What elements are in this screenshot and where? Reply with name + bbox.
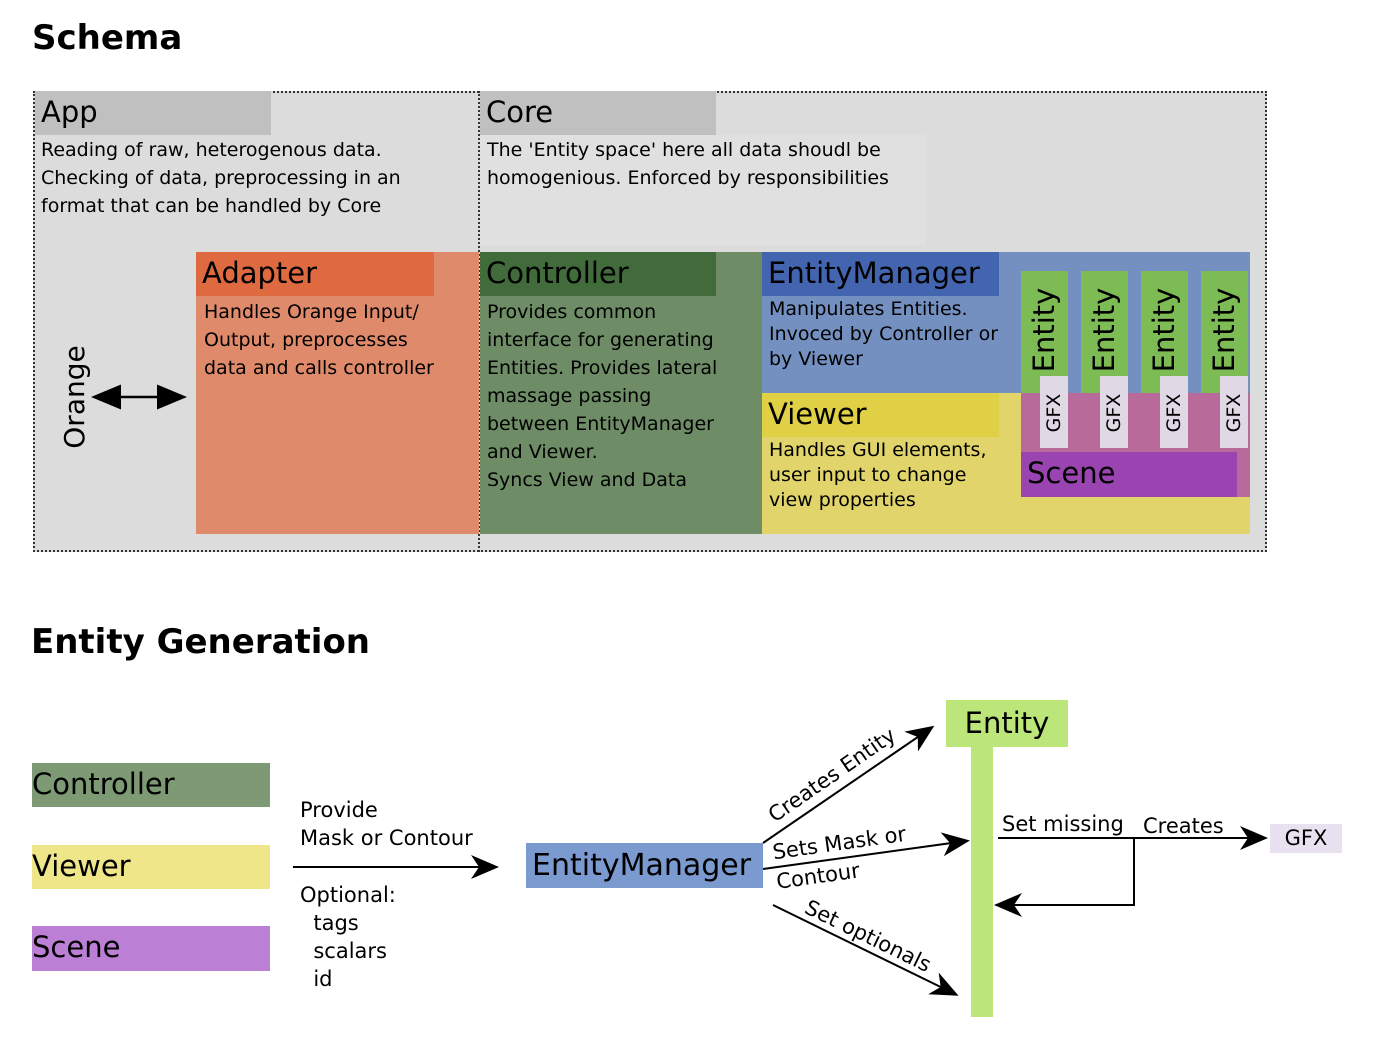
app-core-divider: [478, 91, 480, 552]
gen-entity-header: Entity: [946, 700, 1068, 747]
gen-gfx: GFX: [1270, 824, 1342, 853]
gen-entity-manager: EntityManager: [526, 843, 763, 888]
entity-manager-description: Manipulates Entities. Invoced by Control…: [769, 298, 999, 370]
entity-manager-header: EntityManager: [762, 252, 999, 296]
core-description: The 'Entity space' here all data shoudl …: [487, 139, 889, 189]
gen-entity-lifeline: [971, 747, 993, 1017]
app-description: Reading of raw, heterogenous data. Check…: [41, 139, 401, 217]
viewer-description: Handles GUI elements, user input to chan…: [769, 439, 987, 511]
adapter-header: Adapter: [196, 252, 434, 296]
adapter-box: [196, 252, 479, 534]
controller-header: Controller: [480, 252, 716, 296]
creates-entity-arrow: [762, 725, 935, 844]
entity-column-1: [1021, 271, 1068, 393]
controller-description: Provides common interface for generating…: [487, 301, 718, 491]
core-header: Core: [480, 91, 716, 135]
legend-controller: Controller: [32, 763, 270, 807]
gfx-1-box: [1040, 376, 1068, 448]
sets-mask-arrow: [762, 832, 970, 870]
app-header: App: [35, 91, 271, 135]
orange-adapter-arrow: [91, 384, 187, 410]
provide-text: Provide Mask or Contour: [300, 798, 473, 850]
set-optionals-arrow: [772, 904, 959, 996]
set-missing-label: Set missing: [1002, 812, 1124, 836]
controller-box: [480, 252, 762, 534]
adapter-description: Handles Orange Input/ Output, preprocess…: [204, 301, 434, 379]
creates-label: Creates: [1143, 814, 1224, 838]
entity-column-2: [1081, 271, 1128, 393]
entity-column-4: [1201, 271, 1248, 393]
optional-text: Optional: tags scalars id: [300, 883, 396, 991]
entity-column-3: [1141, 271, 1188, 393]
gfx-2-box: [1100, 376, 1128, 448]
scene-header: Scene: [1021, 452, 1237, 497]
generation-title: Entity Generation: [31, 622, 371, 662]
gfx-3-box: [1160, 376, 1188, 448]
gfx-4-box: [1220, 376, 1248, 448]
legend-scene: Scene: [32, 926, 270, 971]
core-description-bg: [480, 135, 926, 245]
return-arrow: [994, 838, 1135, 917]
legend-viewer: Viewer: [32, 845, 270, 889]
schema-title: Schema: [32, 18, 183, 58]
viewer-header: Viewer: [762, 393, 999, 437]
